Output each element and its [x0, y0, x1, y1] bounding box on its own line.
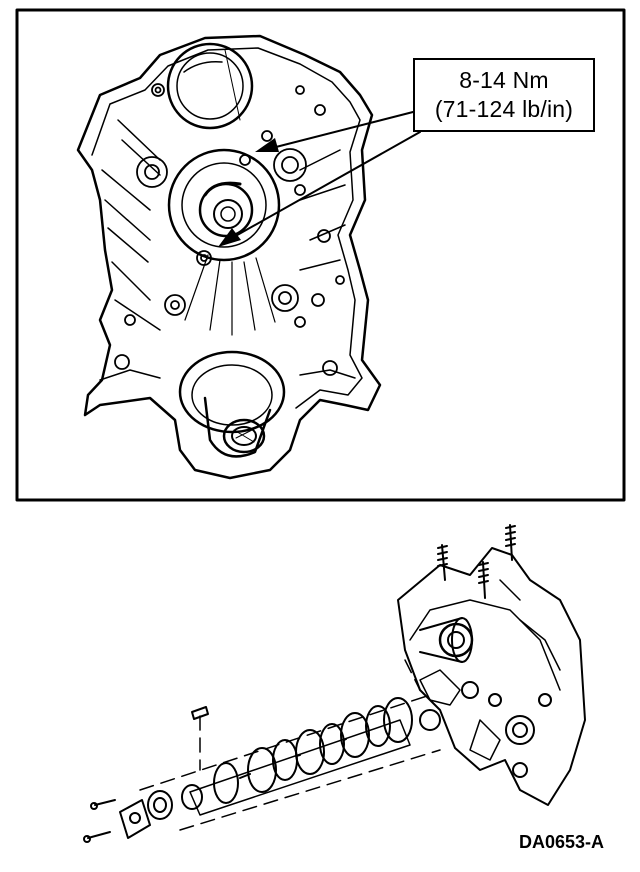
camshaft-bore [419, 617, 473, 663]
torque-nm-label: 8-14 Nm [459, 67, 549, 93]
torque-lbin-label: (71-124 lb/in) [434, 96, 574, 122]
camshaft [189, 697, 413, 816]
top-panel-frame [15, 8, 626, 502]
woodruff-key [191, 706, 209, 720]
thrust-plate-bolts [83, 799, 116, 843]
arrow-icon [218, 138, 279, 247]
installation-guide-lines [139, 659, 441, 831]
camshaft-thrust-parts [119, 784, 203, 839]
cover-bolt-bosses [114, 83, 345, 376]
torque-callout: 8-14 Nm (71-124 lb/in) [413, 58, 595, 132]
cylinder-head-studs [437, 524, 516, 599]
figure-id: DA0653-A [519, 832, 605, 852]
callout-leader-lines [231, 111, 421, 239]
engine-block [397, 547, 586, 806]
crankshaft-nose [178, 350, 286, 458]
engine-front-cover [76, 34, 382, 480]
camshaft-front-housing [167, 148, 281, 262]
upper-housing-bore [166, 42, 254, 130]
